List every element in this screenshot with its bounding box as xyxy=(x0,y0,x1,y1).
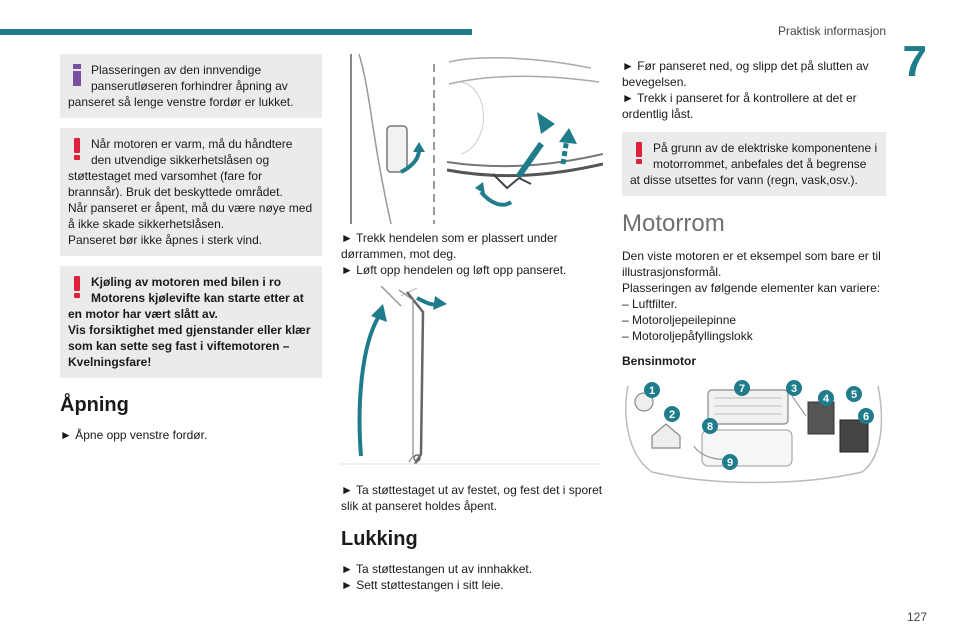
step-check-hood: ► Trekk i panseret for å kontrollere at … xyxy=(622,91,857,121)
header-accent-bar xyxy=(0,29,472,35)
safety-catch xyxy=(492,173,532,190)
arrow-icon xyxy=(413,142,425,152)
callout-3: 3 xyxy=(786,380,802,396)
warning-box-fan: Kjøling av motoren med bilen i ro Motore… xyxy=(60,266,322,378)
callout-6: 6 xyxy=(858,408,874,424)
engine-intro: Den viste motoren er et eksempel som bar… xyxy=(622,249,881,279)
arrow-icon xyxy=(559,128,577,144)
column-middle: ► Trekk hendelen som er plassert under d… xyxy=(341,54,603,593)
fan-warning-line2: Vis forsiktighet med gjenstander eller k… xyxy=(68,323,311,369)
hood-release-illustration xyxy=(350,54,603,224)
page-number: 127 xyxy=(906,610,927,624)
info-text-first: Plasseringen av den innvendige panserutl… xyxy=(91,63,288,93)
arrow-icon xyxy=(475,182,485,194)
support-strut-illustration xyxy=(341,286,601,465)
svg-text:2: 2 xyxy=(669,409,675,421)
arrow-icon xyxy=(537,112,555,134)
list-item: – Motoroljepeilepinne xyxy=(622,313,737,327)
warning-icon xyxy=(74,276,80,298)
section-heading-opening: Åpning xyxy=(60,394,129,416)
step-lift-lever: ► Løft opp hendelen og løft opp panseret… xyxy=(341,263,567,277)
step-pull-lever: ► Trekk hendelen som er plassert under d… xyxy=(341,231,558,261)
svg-text:9: 9 xyxy=(727,457,733,469)
callout-5: 5 xyxy=(846,386,862,402)
water-warning-rest: at disse utsettes for vann (regn, vask,o… xyxy=(630,173,858,187)
list-item: – Motoroljepåfyllingslokk xyxy=(622,329,753,343)
info-icon xyxy=(73,64,81,86)
svg-text:4: 4 xyxy=(823,393,830,405)
release-lever xyxy=(386,125,408,173)
engine-intro-2: Plasseringen av følgende elementer kan v… xyxy=(622,281,881,295)
info-box: Plasseringen av den innvendige panserutl… xyxy=(60,54,322,118)
warning-text-line2: Når panseret er åpent, må du være nøye m… xyxy=(68,201,313,231)
warning-text-line3: Panseret bør ikke åpnes i sterk vind. xyxy=(68,233,263,247)
warning-text-first: Når motoren er varm, må du håndtere den … xyxy=(91,137,293,167)
warning-icon xyxy=(636,142,642,164)
svg-text:3: 3 xyxy=(791,383,797,395)
callout-8: 8 xyxy=(702,418,718,434)
svg-text:8: 8 xyxy=(707,421,713,433)
step-fix-strut: ► Ta støttestaget ut av festet, og fest … xyxy=(341,483,603,513)
step-store-strut: ► Sett støttestangen i sitt leie. xyxy=(341,578,504,592)
engine-cover xyxy=(707,389,789,425)
svg-text:1: 1 xyxy=(649,385,655,397)
callout-1: 1 xyxy=(644,382,660,398)
water-warning-first: På grunn av de elektriske komponentene i… xyxy=(653,141,878,171)
fan-warning-first: Kjøling av motoren med bilen i ro Motore… xyxy=(91,275,304,305)
svg-text:7: 7 xyxy=(739,383,745,395)
step-open-door: ► Åpne opp venstre fordør. xyxy=(60,428,208,442)
arrow-icon xyxy=(433,296,447,310)
callout-9: 9 xyxy=(722,454,738,470)
svg-text:6: 6 xyxy=(863,411,869,423)
warning-text-rest: støttestaget med varsomhet (fare for bra… xyxy=(68,169,283,199)
column-left: Plasseringen av den innvendige panserutl… xyxy=(60,54,322,443)
info-text-rest: panseret så lenge venstre fordør er lukk… xyxy=(68,95,294,109)
section-heading-closing: Lukking xyxy=(341,528,418,550)
warning-box-hot-engine: Når motoren er varm, må du håndtere den … xyxy=(60,128,322,256)
engine-bay-illustration: 1 2 3 4 5 6 7 8 xyxy=(625,380,883,484)
callout-4: 4 xyxy=(818,390,834,406)
section-heading-engine-bay: Motorrom xyxy=(622,210,725,237)
callout-2: 2 xyxy=(664,406,680,422)
subheading-petrol-engine: Bensinmotor xyxy=(622,354,697,368)
arrow-icon xyxy=(371,304,387,322)
list-item: – Luftfilter. xyxy=(622,297,678,311)
chapter-number: 7 xyxy=(902,37,927,86)
step-remove-strut: ► Ta støttestangen ut av innhakket. xyxy=(341,562,533,576)
step-lower-hood: ► Før panseret ned, og slipp det på slut… xyxy=(622,59,869,89)
warning-icon xyxy=(74,138,80,160)
support-strut xyxy=(406,291,425,465)
fan-warning-rest: en motor har vært slått av. xyxy=(68,307,218,321)
callout-7: 7 xyxy=(734,380,750,396)
running-head: Praktisk informasjon xyxy=(777,24,886,38)
warning-box-water: På grunn av de elektriske komponentene i… xyxy=(622,132,886,196)
column-right: ► Før panseret ned, og slipp det på slut… xyxy=(622,54,886,486)
battery xyxy=(807,401,835,435)
svg-text:5: 5 xyxy=(851,389,857,401)
